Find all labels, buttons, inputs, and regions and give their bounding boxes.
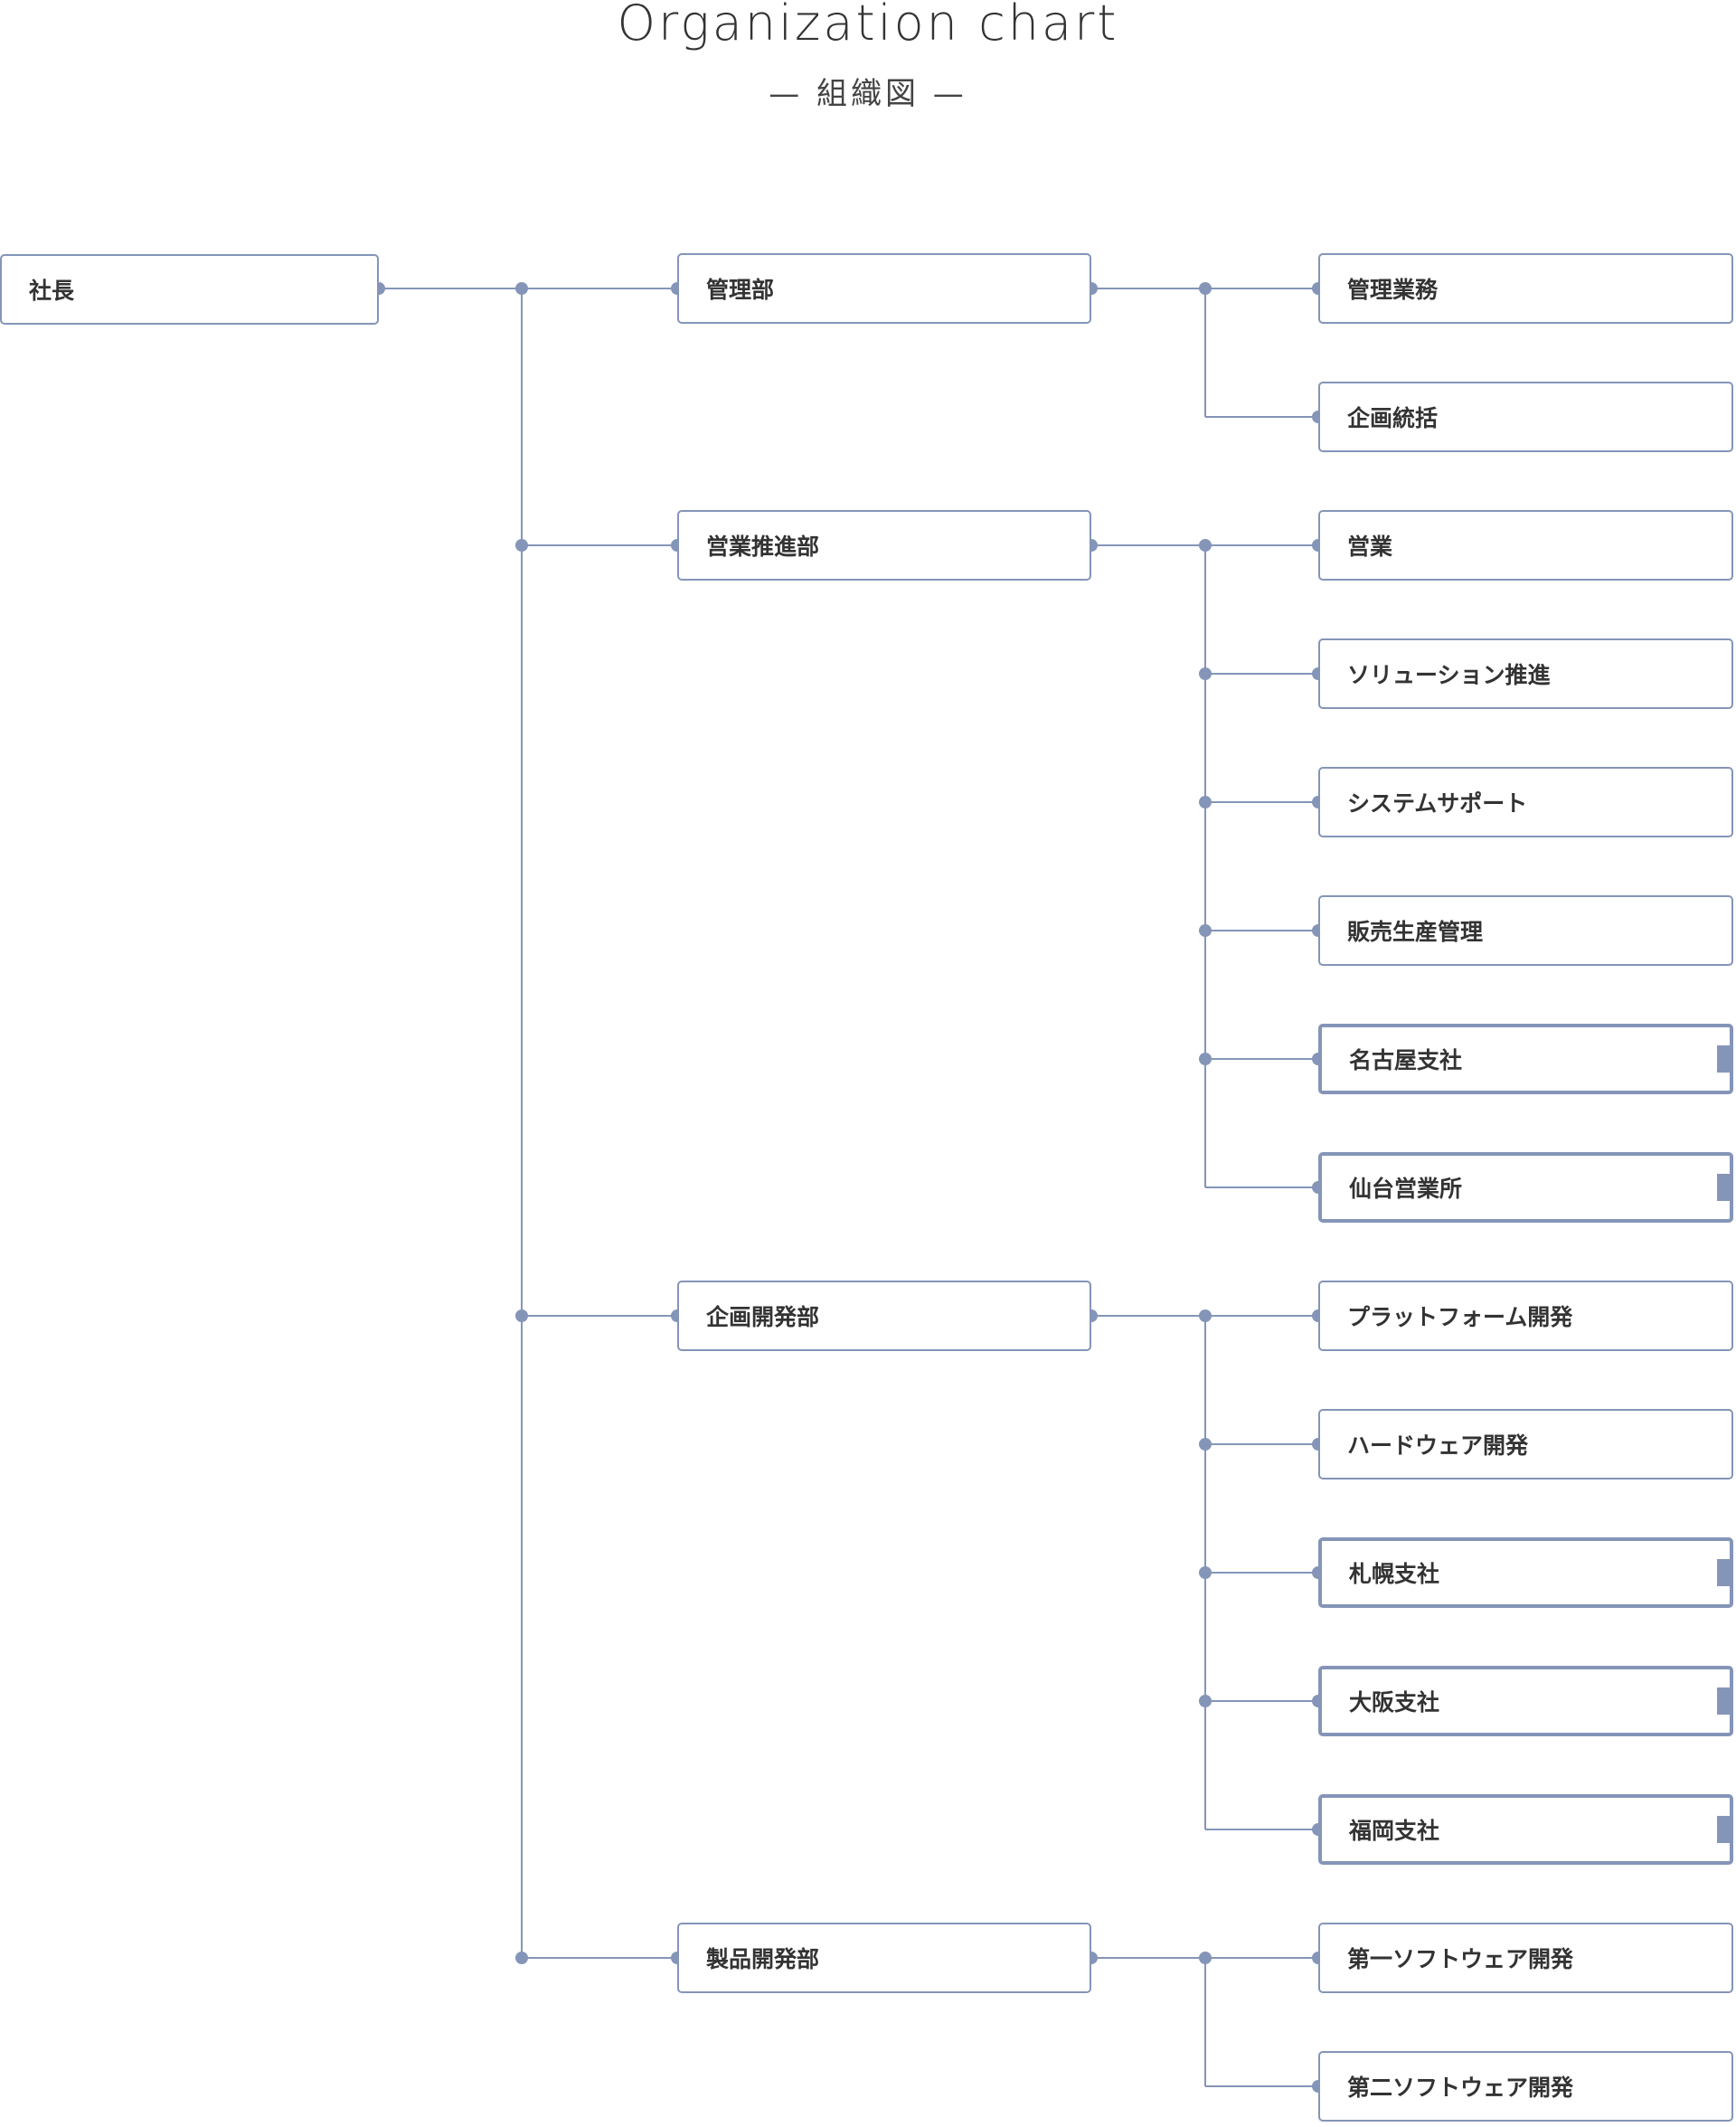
node-unit: プラットフォーム開発 bbox=[1318, 1281, 1733, 1351]
node-unit: 札幌支社 bbox=[1318, 1537, 1733, 1608]
node-unit: 仙台営業所 bbox=[1318, 1152, 1733, 1223]
node-department: 製品開発部 bbox=[677, 1923, 1091, 1993]
branch-marker bbox=[1717, 1174, 1730, 1201]
node-unit-label: 仙台営業所 bbox=[1349, 1176, 1463, 1202]
node-unit: 第一ソフトウェア開発 bbox=[1318, 1923, 1733, 1993]
node-unit: ソリューション推進 bbox=[1318, 638, 1733, 709]
node-unit-label: 福岡支社 bbox=[1349, 1818, 1440, 1844]
node-unit-label: 大阪支社 bbox=[1349, 1689, 1440, 1716]
branch-marker bbox=[1717, 1687, 1730, 1715]
node-department-label: 管理部 bbox=[706, 277, 775, 303]
node-unit-label: プラットフォーム開発 bbox=[1347, 1304, 1573, 1330]
node-unit: 名古屋支社 bbox=[1318, 1024, 1733, 1094]
node-unit: 大阪支社 bbox=[1318, 1666, 1733, 1736]
node-unit-label: 企画統括 bbox=[1347, 405, 1439, 431]
page-subtitle: — 組織図 — bbox=[769, 76, 967, 112]
node-department-label: 製品開発部 bbox=[706, 1946, 820, 1972]
node-unit-label: 札幌支社 bbox=[1349, 1561, 1440, 1587]
node-unit-label: 販売生産管理 bbox=[1347, 919, 1484, 945]
node-unit: 企画統括 bbox=[1318, 382, 1733, 452]
page-title: Organization chart bbox=[617, 0, 1119, 52]
node-unit-label: 管理業務 bbox=[1347, 277, 1439, 303]
branch-marker bbox=[1717, 1816, 1730, 1843]
node-department-label: 営業推進部 bbox=[706, 534, 820, 560]
node-unit: 第二ソフトウェア開発 bbox=[1318, 2051, 1733, 2122]
node-unit-label: ハードウェア開発 bbox=[1347, 1432, 1529, 1459]
node-unit: システムサポート bbox=[1318, 767, 1733, 837]
node-department: 営業推進部 bbox=[677, 510, 1091, 581]
node-unit: 営業 bbox=[1318, 510, 1733, 581]
node-unit: ハードウェア開発 bbox=[1318, 1409, 1733, 1479]
node-unit-label: 第二ソフトウェア開発 bbox=[1347, 2075, 1574, 2101]
node-department: 企画開発部 bbox=[677, 1281, 1091, 1351]
node-unit-label: 第一ソフトウェア開発 bbox=[1347, 1946, 1574, 1972]
node-unit-label: ソリューション推進 bbox=[1347, 662, 1551, 688]
node-unit-label: 営業 bbox=[1347, 534, 1393, 560]
node-unit: 管理業務 bbox=[1318, 253, 1733, 324]
branch-marker bbox=[1717, 1045, 1730, 1073]
branch-marker bbox=[1717, 1559, 1730, 1586]
node-unit: 福岡支社 bbox=[1318, 1794, 1733, 1865]
node-department-label: 企画開発部 bbox=[706, 1304, 820, 1330]
node-unit-label: システムサポート bbox=[1347, 790, 1528, 817]
node-unit-label: 名古屋支社 bbox=[1349, 1047, 1463, 1073]
node-unit: 販売生産管理 bbox=[1318, 895, 1733, 966]
node-root: 社長 bbox=[0, 254, 379, 325]
node-department: 管理部 bbox=[677, 253, 1091, 324]
